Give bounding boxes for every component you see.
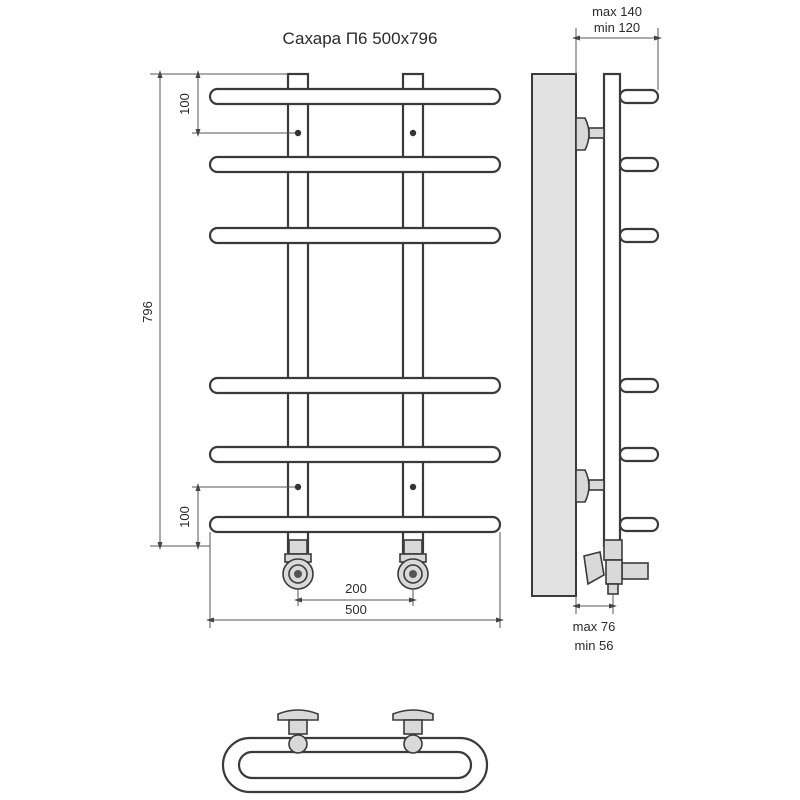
horizontal-bar-4 xyxy=(208,376,502,395)
side-bar-stub-5 xyxy=(618,446,660,463)
top-view xyxy=(221,709,489,794)
side-bar-stub-3 xyxy=(618,227,660,244)
mount-hole-top-right xyxy=(409,129,417,137)
mount-hole-bottom-left xyxy=(294,483,302,491)
wall-bracket-bottom xyxy=(575,469,605,503)
side-valve xyxy=(583,539,649,595)
dimension-bottom-offset: 100 xyxy=(177,506,192,528)
side-bar-stub-6 xyxy=(618,516,660,533)
top-valve-right xyxy=(392,709,434,754)
side-bar-stub-2 xyxy=(618,156,660,173)
wall-bracket-top xyxy=(575,117,605,151)
side-view: max 140 min 120 max 76 min 56 xyxy=(531,4,662,653)
dimension-top-offset: 100 xyxy=(177,93,192,115)
horizontal-bar-3 xyxy=(208,226,502,245)
valve-right xyxy=(397,539,429,590)
horizontal-bar-6 xyxy=(208,515,502,534)
valve-left xyxy=(282,539,314,590)
drawing-title: Сахара П6 500х796 xyxy=(283,29,438,48)
horizontal-bar-2 xyxy=(208,155,502,174)
right-vertical-post xyxy=(401,72,425,554)
dimension-width-total: 500 xyxy=(345,602,367,617)
horizontal-bar-5 xyxy=(208,445,502,464)
horizontal-bar-1 xyxy=(208,87,502,106)
mount-hole-bottom-right xyxy=(409,483,417,491)
front-view: 796 100 100 200 500 xyxy=(140,70,504,628)
wall-section xyxy=(531,73,577,597)
top-valve-left xyxy=(277,709,319,754)
side-bar-stub-4 xyxy=(618,377,660,394)
dimension-axis-distance: 200 xyxy=(345,581,367,596)
left-vertical-post xyxy=(286,72,310,554)
mount-hole-top-left xyxy=(294,129,302,137)
dimension-side-max-depth: max 140 xyxy=(592,4,642,19)
side-vertical-post xyxy=(602,72,622,548)
dimension-valve-min: min 56 xyxy=(574,638,613,653)
dimension-valve-max: max 76 xyxy=(573,619,616,634)
top-view-bar-inner xyxy=(237,750,473,780)
dimension-side-min-depth: min 120 xyxy=(594,20,640,35)
side-bar-stub-1 xyxy=(618,88,660,105)
dimension-height-total: 796 xyxy=(140,301,155,323)
